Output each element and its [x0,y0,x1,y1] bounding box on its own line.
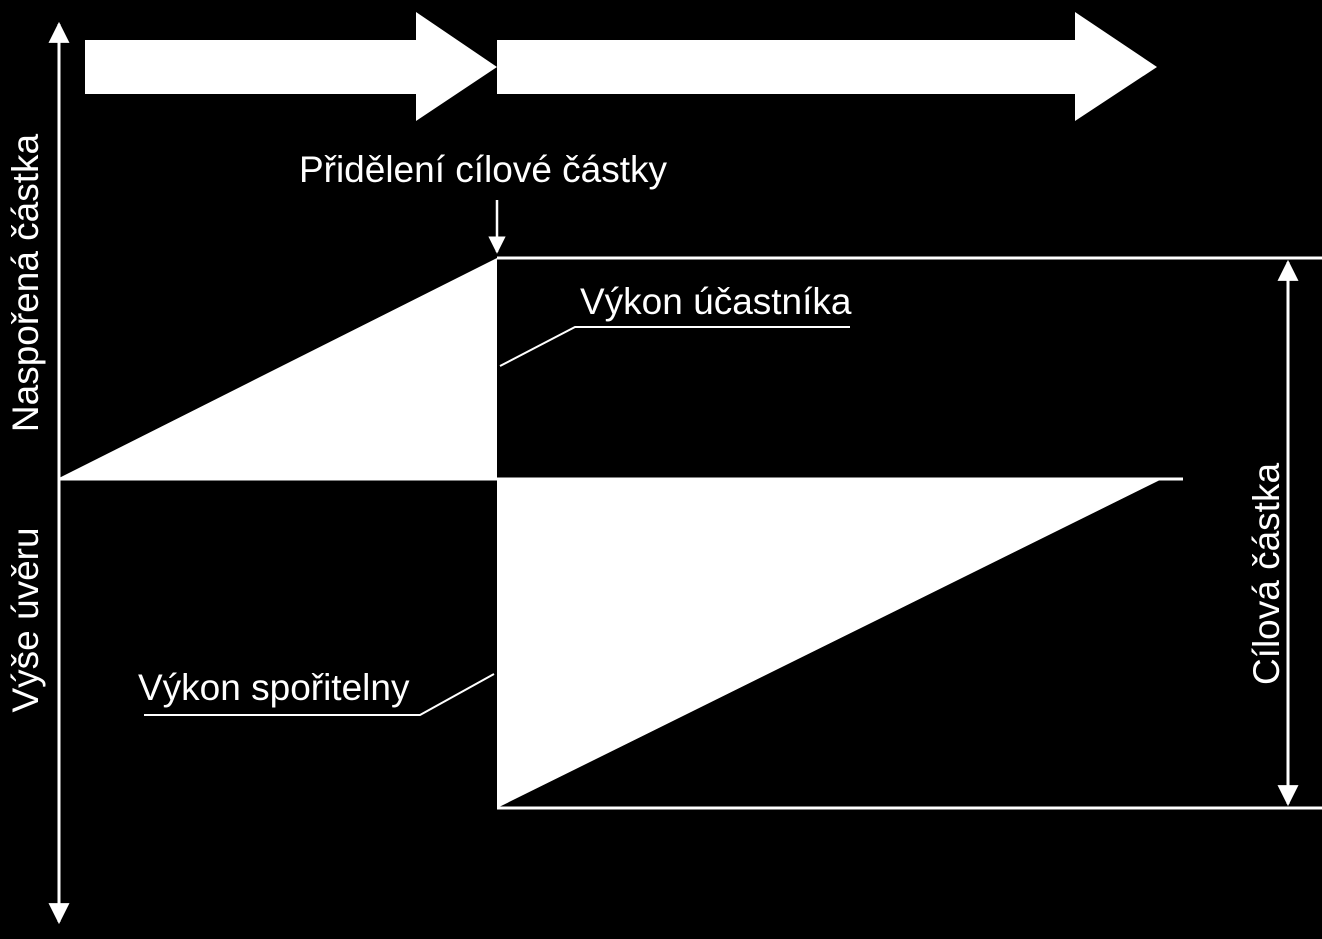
bank-leader-line [144,673,495,716]
loan-phase-arrow [497,12,1157,121]
bank-loan-triangle [497,480,1160,808]
target-amount-label: Cílová částka [1246,463,1287,686]
savings-phase-arrow [85,12,497,121]
bank-performance-label: Výkon spořitelny [138,667,410,708]
left-axis-bottom-label: Výše úvěru [5,527,46,712]
participant-performance-label: Výkon účastníka [580,281,852,322]
allocation-label: Přidělení cílové částky [299,149,668,190]
participant-leader-line [499,326,850,367]
left-axis-top-label: Naspořená částka [5,133,46,432]
participant-savings-triangle [59,258,497,478]
